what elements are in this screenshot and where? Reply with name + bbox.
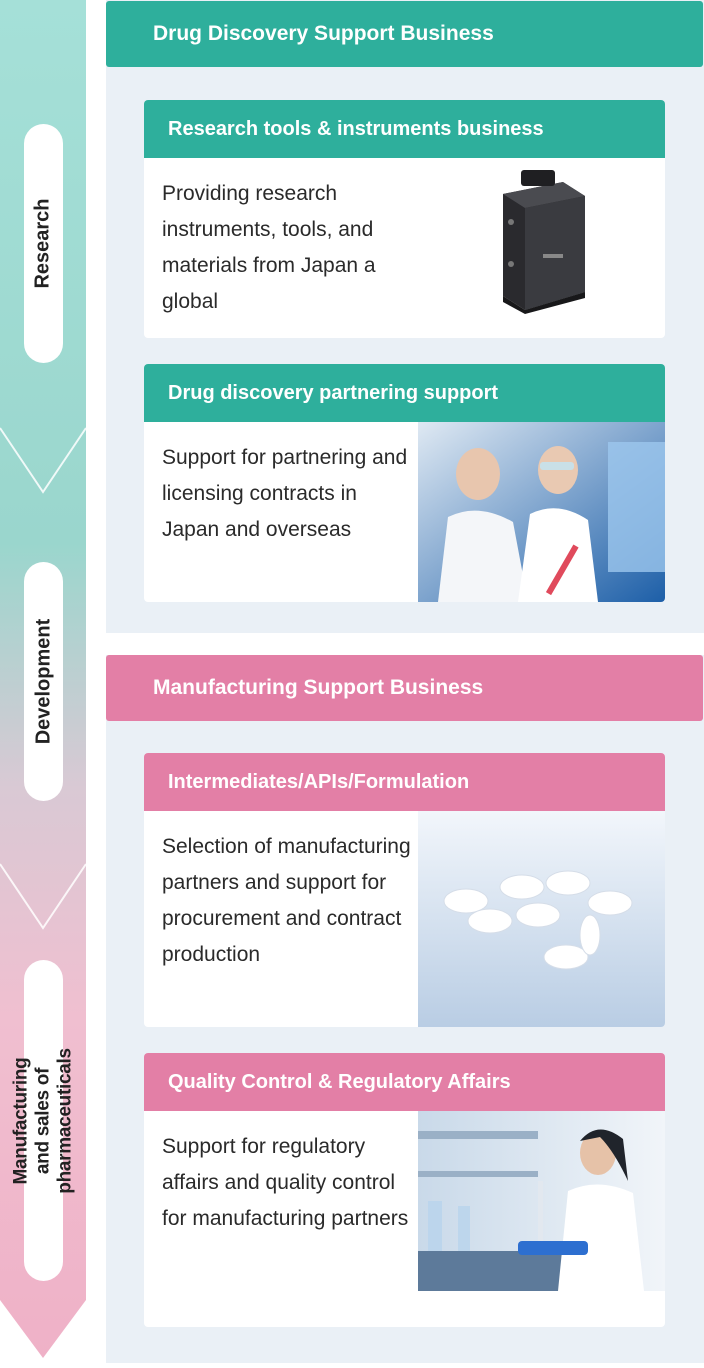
stage-label-development: Development <box>32 618 54 745</box>
card-quality-control: Quality Control & Regulatory Affairs Sup… <box>144 1053 665 1327</box>
stage-development: Development <box>24 562 63 801</box>
card-intermediates: Intermediates/APIs/Formulation Selection… <box>144 753 665 1027</box>
stage-research: Research <box>24 124 63 363</box>
lab-technician-image <box>418 1111 665 1291</box>
stage-label-research: Research <box>32 198 54 289</box>
drug-discovery-header: Drug Discovery Support Business <box>106 1 703 67</box>
card-title-intermediates: Intermediates/APIs/Formulation <box>144 753 665 811</box>
card-text-research-tools: Providing research instruments, tools, a… <box>162 182 376 313</box>
card-title-quality-control: Quality Control & Regulatory Affairs <box>144 1053 665 1111</box>
card-partnering-support: Drug discovery partnering support Suppor… <box>144 364 665 602</box>
drug-discovery-title: Drug Discovery Support Business <box>153 22 494 45</box>
manufacturing-header: Manufacturing Support Business <box>106 655 703 721</box>
stage-manufacturing: Manufacturing and sales of pharmaceutica… <box>11 960 76 1281</box>
card-text-intermediates: Selection of manufacturing partners and … <box>162 835 411 966</box>
card-text-quality-control: Support for regulatory affairs and quali… <box>162 1135 409 1230</box>
card-text-partnering: Support for partnering and licensing con… <box>162 446 408 541</box>
manufacturing-title: Manufacturing Support Business <box>153 676 484 699</box>
imaging-instrument-image <box>493 164 593 314</box>
tablets-image <box>418 811 665 1027</box>
card-title-partnering: Drug discovery partnering support <box>144 364 665 422</box>
stage-label-manufacturing: Manufacturing and sales of pharmaceutica… <box>10 1047 76 1194</box>
card-title-research-tools: Research tools & instruments business <box>144 100 665 158</box>
lab-scientists-image <box>418 422 665 602</box>
card-research-tools: Research tools & instruments business Pr… <box>144 100 665 338</box>
